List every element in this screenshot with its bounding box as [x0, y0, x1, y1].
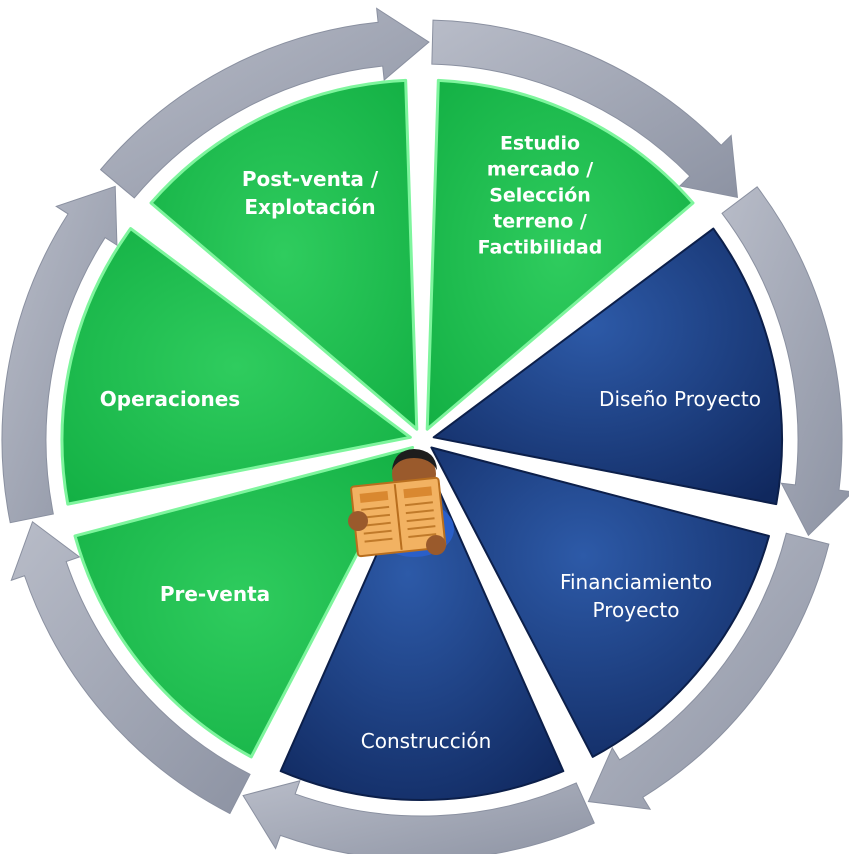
segment-label-line: Pre-venta [160, 582, 270, 606]
segment-label-estudio: Estudio mercado / Selección terreno / Factib… [478, 133, 603, 259]
cycle-arrow-icon [587, 532, 830, 810]
segment-label-line: Proyecto [593, 598, 680, 622]
segment-operaciones [60, 227, 412, 506]
segment-postventa [149, 78, 419, 431]
segment-label-line: Diseño Proyecto [599, 387, 761, 411]
segment-label-postventa: Post-venta / Explotación [242, 167, 379, 219]
segment-label-line: Estudio [500, 133, 580, 155]
segment-label-line: mercado / [487, 159, 593, 181]
segment-financiamiento [430, 446, 770, 758]
cycle-arrow-icon [431, 19, 739, 198]
segment-construccion [279, 451, 565, 801]
segment-label-operaciones: Operaciones [100, 387, 240, 411]
segment-label-line: Construcción [361, 729, 492, 753]
segment-label-line: Factibilidad [478, 237, 603, 259]
segment-label-line: Explotación [244, 195, 375, 219]
segments [60, 78, 783, 801]
segment-label-preventa: Pre-venta [160, 582, 270, 606]
cycle-arrow-icon [1, 185, 118, 524]
segment-label-line: Post-venta / [242, 167, 379, 191]
cycle-arrow-icon [10, 520, 251, 815]
segment-label-construccion: Construcción [361, 729, 492, 753]
segment-label-diseno: Diseño Proyecto [599, 387, 761, 411]
segment-label-line: terreno / [493, 211, 587, 233]
segment-label-line: Selección [489, 185, 591, 207]
segment-label-line: Financiamiento [560, 570, 712, 594]
cycle-arrow-icon [99, 7, 430, 199]
person-reading-newspaper-icon [348, 449, 454, 558]
segment-labels: Estudio mercado / Selección terreno / Factib… [100, 133, 761, 753]
ring-arrows [1, 7, 849, 859]
segment-label-line: Operaciones [100, 387, 240, 411]
segment-estudio [425, 78, 695, 431]
cycle-arrow-icon [721, 186, 849, 537]
segment-preventa [73, 445, 415, 759]
segment-diseno [432, 227, 783, 506]
